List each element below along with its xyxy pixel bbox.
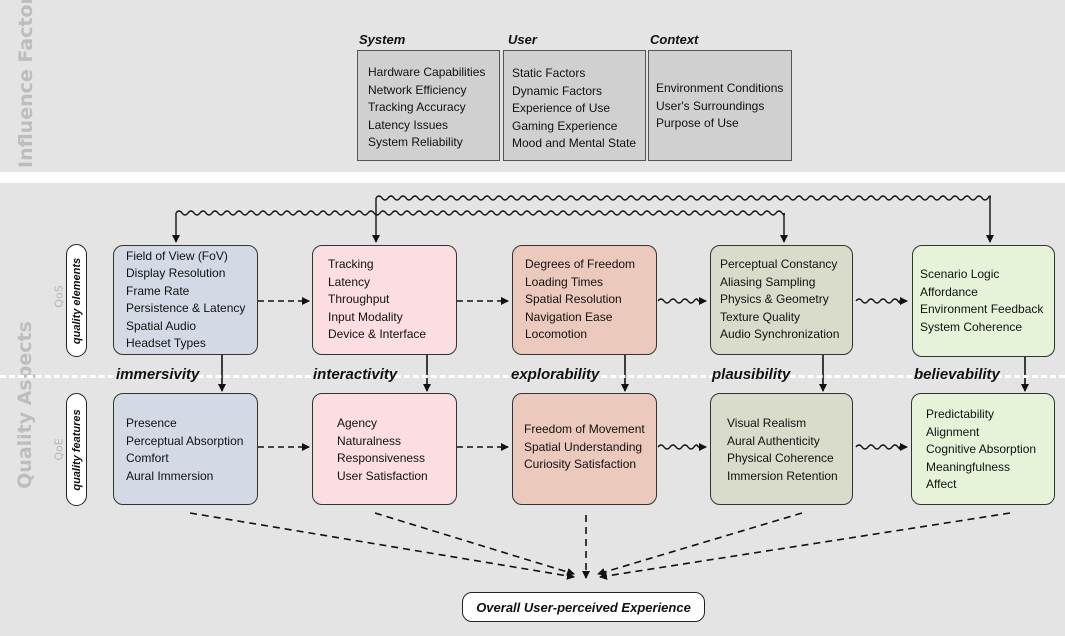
factor-header-user: User bbox=[508, 32, 537, 47]
arrow-wavy bbox=[855, 298, 901, 304]
qoe-box-immersivity: Presence Perceptual Absorption Comfort A… bbox=[113, 393, 258, 505]
factor-item: Tracking Accuracy bbox=[368, 100, 466, 114]
qoe-item: Immersion Retention bbox=[727, 468, 838, 483]
qoe-item: Aural Immersion bbox=[126, 468, 214, 483]
arrow-wavy bbox=[657, 298, 699, 304]
quality-elements-text: quality elements bbox=[70, 257, 83, 344]
qos-item: Throughput bbox=[328, 292, 390, 307]
factor-header-system: System bbox=[359, 32, 406, 47]
qos-item: Physics & Geometry bbox=[720, 292, 829, 307]
factor-item: Purpose of Use bbox=[656, 116, 739, 130]
factor-item: Latency Issues bbox=[368, 117, 449, 132]
qos-item: Persistence & Latency bbox=[126, 301, 246, 315]
qoe-item: Agency bbox=[337, 416, 378, 430]
arrow-wavy bbox=[657, 444, 699, 450]
qoe-item: Spatial Understanding bbox=[524, 439, 643, 454]
quality-elements-pill: quality elements bbox=[66, 244, 87, 357]
qos-item: Spatial Audio bbox=[126, 318, 197, 333]
qoe-item: Presence bbox=[126, 416, 177, 430]
factor-box-context: Environment Conditions User's Surroundin… bbox=[648, 50, 792, 161]
factor-item: Experience of Use bbox=[512, 101, 611, 115]
qos-qoe-separator bbox=[0, 375, 1065, 378]
qoe-item: Freedom of Movement bbox=[524, 422, 645, 436]
qoe-item: Perceptual Absorption bbox=[126, 433, 244, 448]
factor-item: Dynamic Factors bbox=[512, 83, 603, 98]
qos-item: Input Modality bbox=[328, 309, 403, 324]
qos-item: Display Resolution bbox=[126, 266, 226, 280]
qoe-item: Responsiveness bbox=[337, 451, 426, 465]
qos-item: Spatial Resolution bbox=[525, 292, 622, 307]
factor-item: Static Factors bbox=[512, 66, 586, 80]
factor-header-context: Context bbox=[650, 32, 699, 47]
qos-item: Aliasing Sampling bbox=[720, 274, 816, 289]
factor-box-system: Hardware Capabilities Network Efficiency… bbox=[357, 50, 500, 161]
qos-item: Affordance bbox=[920, 284, 978, 299]
qoe-item: Meaningfulness bbox=[926, 459, 1011, 474]
qos-item: Perceptual Constancy bbox=[720, 257, 838, 272]
factor-box-user: Static Factors Dynamic Factors Experienc… bbox=[503, 50, 646, 161]
feedback-wavy-upper bbox=[375, 195, 991, 201]
arrow-converge bbox=[189, 512, 575, 580]
qos-item: System Coherence bbox=[920, 319, 1023, 334]
qoe-box-plausibility: Visual Realism Aural Authenticity Physic… bbox=[710, 393, 853, 505]
qoe-item: Aural Authenticity bbox=[727, 433, 820, 448]
qoe-item: Visual Realism bbox=[727, 416, 807, 430]
qos-box-plausibility: Perceptual Constancy Aliasing Sampling P… bbox=[710, 245, 853, 355]
qos-item: Loading Times bbox=[525, 274, 604, 289]
qoe-box-believability: Predictability Alignment Cognitive Absor… bbox=[911, 393, 1055, 505]
aspect-label-interactivity: interactivity bbox=[313, 366, 398, 383]
factor-item: Environment Conditions bbox=[656, 81, 784, 95]
qoe-box-explorability: Freedom of Movement Spatial Understandin… bbox=[512, 393, 657, 505]
qos-item: Headset Types bbox=[126, 336, 206, 350]
feedback-wavy-lower bbox=[175, 210, 785, 216]
qos-item: Scenario Logic bbox=[920, 267, 1000, 281]
qos-item: Environment Feedback bbox=[920, 302, 1044, 316]
quality-features-text: quality features bbox=[70, 408, 83, 491]
qos-box-believability: Scenario Logic Affordance Environment Fe… bbox=[912, 245, 1055, 357]
qos-item: Latency bbox=[328, 274, 371, 289]
qos-item: Tracking bbox=[328, 257, 374, 272]
qoe-item: Physical Coherence bbox=[727, 451, 834, 465]
qoe-item: Cognitive Absorption bbox=[926, 442, 1037, 456]
arrow-converge bbox=[599, 512, 1011, 580]
aspect-label-believability: believability bbox=[914, 366, 1000, 383]
qoe-item: Alignment bbox=[926, 424, 980, 439]
qoe-item: Naturalness bbox=[337, 433, 402, 448]
factor-item: User's Surroundings bbox=[656, 98, 765, 113]
factor-item: Gaming Experience bbox=[512, 118, 618, 133]
aspect-label-plausibility: plausibility bbox=[712, 366, 791, 383]
qos-item: Navigation Ease bbox=[525, 309, 613, 324]
arrow-converge bbox=[374, 512, 575, 576]
qos-item: Texture Quality bbox=[720, 309, 801, 324]
qos-box-explorability: Degrees of Freedom Loading Times Spatial… bbox=[512, 245, 657, 355]
qoe-item: Affect bbox=[926, 477, 957, 491]
qos-box-interactivity: Tracking Latency Throughput Input Modali… bbox=[312, 245, 457, 355]
factor-item: Hardware Capabilities bbox=[368, 65, 486, 79]
qos-box-immersivity: Field of View (FoV) Display Resolution F… bbox=[113, 245, 258, 355]
qos-label: QoS bbox=[52, 285, 66, 308]
qos-item: Audio Synchronization bbox=[720, 327, 840, 342]
aspect-label-immersivity: immersivity bbox=[116, 366, 200, 383]
quality-features-pill: quality features bbox=[66, 393, 87, 506]
qos-item: Degrees of Freedom bbox=[525, 257, 636, 272]
arrow-wavy bbox=[855, 444, 901, 450]
qoe-item: Comfort bbox=[126, 451, 169, 465]
qoe-box-interactivity: Agency Naturalness Responsiveness User S… bbox=[312, 393, 457, 505]
factor-item: Network Efficiency bbox=[368, 82, 467, 97]
qos-item: Device & Interface bbox=[328, 327, 427, 342]
qoe-item: User Satisfaction bbox=[337, 468, 428, 483]
overall-experience-box: Overall User-perceived Experience bbox=[462, 592, 705, 622]
aspect-label-explorability: explorability bbox=[511, 366, 600, 383]
arrow-converge bbox=[597, 512, 803, 576]
qos-item: Locomotion bbox=[525, 327, 588, 342]
factor-item: Mood and Mental State bbox=[512, 136, 637, 150]
qoe-item: Curiosity Satisfaction bbox=[524, 457, 637, 471]
qos-item: Field of View (FoV) bbox=[126, 248, 228, 263]
qos-item: Frame Rate bbox=[126, 283, 190, 298]
qoe-item: Predictability bbox=[926, 407, 995, 421]
qoe-label: QoE bbox=[52, 438, 66, 461]
factor-item: System Reliability bbox=[368, 135, 463, 149]
